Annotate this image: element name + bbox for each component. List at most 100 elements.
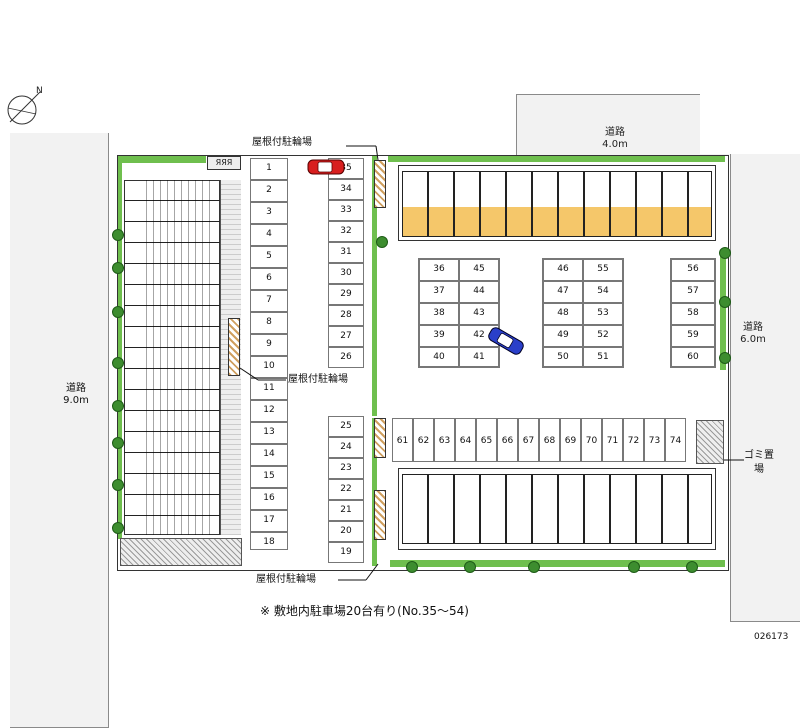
parking-stall: 49 <box>543 325 583 347</box>
hedge-north-west <box>118 156 206 163</box>
red-car-icon <box>307 159 345 175</box>
parking-stall: 22 <box>328 479 364 500</box>
parking-stall: 18 <box>250 532 288 550</box>
parking-stall: 17 <box>250 510 288 532</box>
parking-stall: 29 <box>328 284 364 305</box>
tree <box>719 352 731 364</box>
leader-line-garbage <box>724 459 744 461</box>
unit <box>584 171 610 237</box>
parking-stall: 2 <box>250 180 288 202</box>
blue-car-icon <box>488 327 524 355</box>
tree <box>719 296 731 308</box>
compass-icon <box>7 91 41 125</box>
parking-stall: 58 <box>671 303 715 325</box>
tree <box>112 479 124 491</box>
leader-line-top <box>346 145 379 161</box>
road-north-name: 道路 <box>605 127 625 138</box>
parking-block-b: 46 47 48 49 50 55 54 53 52 51 <box>542 258 624 368</box>
parking-stall: 7 <box>250 290 288 312</box>
unit <box>636 171 662 237</box>
hedge-north-east <box>388 156 725 162</box>
parking-stall: 60 <box>671 347 715 367</box>
road-east <box>730 150 800 622</box>
parking-stall: 27 <box>328 326 364 347</box>
unit <box>558 474 584 544</box>
parking-stall: 24 <box>328 437 364 458</box>
parking-center-upper: 35 34 33 32 31 30 29 28 27 26 <box>328 158 364 370</box>
unit <box>688 171 712 237</box>
parking-block-c: 56 57 58 59 60 <box>670 258 716 368</box>
parking-center-lower: 25 24 23 22 21 20 19 <box>328 416 364 566</box>
parking-stall: 21 <box>328 500 364 521</box>
parking-stall: 64 <box>455 418 476 462</box>
parking-stall: 70 <box>581 418 602 462</box>
unit <box>428 171 454 237</box>
parking-stall: 28 <box>328 305 364 326</box>
unit <box>532 474 558 544</box>
road-east-name: 道路 <box>743 322 763 333</box>
tree <box>628 561 640 573</box>
parking-stall: 38 <box>419 303 459 325</box>
parking-stall: 25 <box>328 416 364 437</box>
unit <box>662 171 688 237</box>
bike-roof-bottom-label: 屋根付駐輪場 <box>256 574 316 585</box>
unit <box>584 474 610 544</box>
parking-stall: 73 <box>644 418 665 462</box>
unit <box>610 171 636 237</box>
road-west-name: 道路 <box>66 383 86 394</box>
parking-stall: 34 <box>328 179 364 200</box>
road-east-width: 6.0m <box>740 334 766 345</box>
unit <box>506 171 532 237</box>
tree <box>112 437 124 449</box>
parking-stall: 30 <box>328 263 364 284</box>
unit <box>532 171 558 237</box>
parking-stall: 55 <box>583 259 623 281</box>
tree <box>376 236 388 248</box>
parking-stall: 6 <box>250 268 288 290</box>
parking-stall: 71 <box>602 418 623 462</box>
parking-stall: 14 <box>250 444 288 466</box>
parking-stall: 68 <box>539 418 560 462</box>
parking-stall: 56 <box>671 259 715 281</box>
parking-stall: 74 <box>665 418 686 462</box>
parking-stall: 44 <box>459 281 499 303</box>
parking-stall: 43 <box>459 303 499 325</box>
parking-note: ※ 敷地内駐車場20台有り(No.35～54) <box>260 604 469 618</box>
parking-block-a: 36 37 38 39 40 45 44 43 42 41 <box>418 258 500 368</box>
tree <box>112 262 124 274</box>
bike-shed-bottom-a <box>374 418 386 458</box>
parking-stall: 45 <box>459 259 499 281</box>
parking-west-column: 1 2 3 4 5 6 7 8 9 10 11 12 13 14 15 16 1… <box>250 158 288 550</box>
unit <box>636 474 662 544</box>
tree <box>464 561 476 573</box>
top-sign: ЯЯЯ <box>207 156 241 170</box>
building-north-units <box>398 165 716 241</box>
unit <box>506 474 532 544</box>
road-north-width: 4.0m <box>602 139 628 150</box>
parking-stall: 67 <box>518 418 539 462</box>
parking-stall: 42 <box>459 325 499 347</box>
unit <box>688 474 712 544</box>
garbage-label: ゴミ置場 <box>744 450 774 475</box>
parking-stall: 53 <box>583 303 623 325</box>
bike-shed-top <box>374 160 386 208</box>
parking-stall: 40 <box>419 347 459 367</box>
road-west-label: 道路 9.0m <box>59 383 93 407</box>
parking-stall: 59 <box>671 325 715 347</box>
unit <box>454 474 480 544</box>
parking-stall: 69 <box>560 418 581 462</box>
tree <box>719 247 731 259</box>
building-west-stairs <box>140 180 210 535</box>
parking-stall: 72 <box>623 418 644 462</box>
tree <box>406 561 418 573</box>
parking-stall: 51 <box>583 347 623 367</box>
hedge-west <box>118 163 122 539</box>
parking-stall: 16 <box>250 488 288 510</box>
parking-stall: 36 <box>419 259 459 281</box>
leader-line-bottom <box>338 563 379 581</box>
parking-stall: 15 <box>250 466 288 488</box>
road-west-width: 9.0m <box>63 395 89 406</box>
unit <box>454 171 480 237</box>
parking-stall: 62 <box>413 418 434 462</box>
tree <box>112 229 124 241</box>
